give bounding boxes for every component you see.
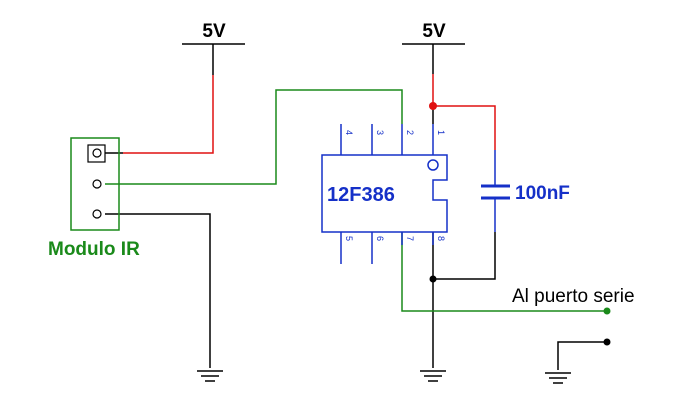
junction-node-supply xyxy=(429,102,437,110)
ic-pin-label-4: 4 xyxy=(344,130,354,135)
wires xyxy=(105,44,607,370)
serial-terminal-tx xyxy=(603,307,611,315)
supply-left-label: 5V xyxy=(202,21,226,42)
ir-module-label: Modulo IR xyxy=(48,239,140,260)
serial-terminal-gnd xyxy=(603,338,611,346)
ir-module-pin3 xyxy=(92,209,102,219)
junction-node-ground xyxy=(429,275,437,283)
ic-12f386: 4 3 2 1 5 6 7 8 12F386 xyxy=(321,124,448,264)
ic-pin-label-7: 7 xyxy=(405,236,415,241)
ir-module-pin2 xyxy=(92,179,102,189)
ic-pin-label-6: 6 xyxy=(375,236,385,241)
wire-ir-signal xyxy=(105,89,403,185)
ground-symbol-center xyxy=(420,370,446,382)
supply-left: 5V xyxy=(182,21,245,45)
ic-label: 12F386 xyxy=(327,184,395,206)
ir-module-pin1-pad xyxy=(87,144,106,163)
wire-serial-ground xyxy=(557,341,607,370)
ir-module-body xyxy=(70,137,120,231)
wire-cap-bottom xyxy=(433,232,496,280)
ic-pin-label-8: 8 xyxy=(436,236,446,241)
ic-pin1-marker xyxy=(427,159,439,171)
ir-module: Modulo IR xyxy=(48,137,140,260)
ic-pin-label-1: 1 xyxy=(436,130,446,135)
wire-module-ground xyxy=(105,213,211,368)
ground-symbol-left xyxy=(197,370,223,382)
ground-symbol-right xyxy=(545,372,571,384)
supply-right-label: 5V xyxy=(422,21,446,42)
supply-right: 5V xyxy=(402,21,465,45)
ic-pin-label-3: 3 xyxy=(375,130,385,135)
wire-serial-tx xyxy=(401,232,607,312)
capacitor-100nf: 100nF xyxy=(481,183,570,204)
ic-pin-label-2: 2 xyxy=(405,130,415,135)
ic-body xyxy=(321,154,448,233)
wire-cap-top-red xyxy=(433,105,496,150)
ic-pin-label-5: 5 xyxy=(344,236,354,241)
wire-left-supply-red xyxy=(123,75,214,154)
ir-module-pin1 xyxy=(92,148,102,158)
capacitor-label: 100nF xyxy=(515,183,570,204)
serial-port-label: Al puerto serie xyxy=(512,286,635,307)
